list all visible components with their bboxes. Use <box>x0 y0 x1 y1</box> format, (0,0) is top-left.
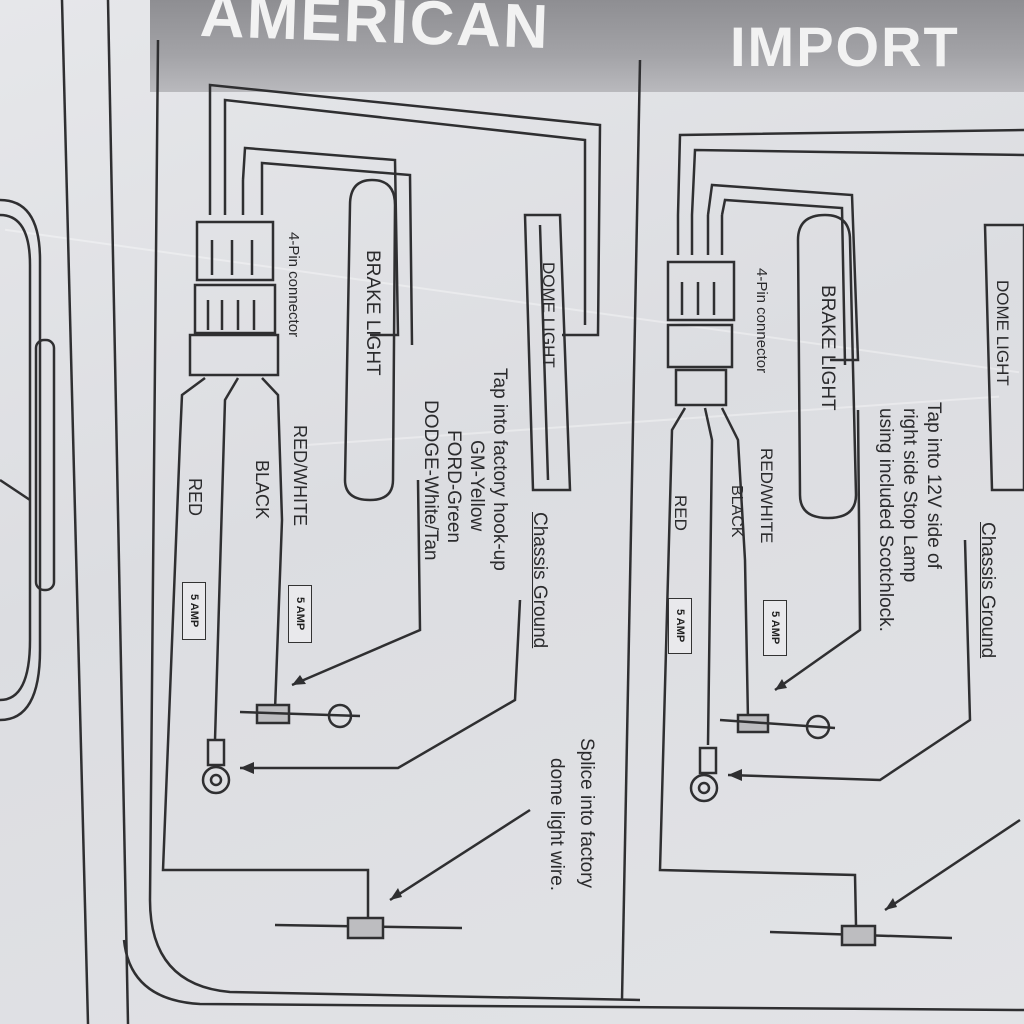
am-fuse-red-white: 5 AMP <box>288 585 312 643</box>
imp-bulb <box>805 714 831 740</box>
imp-red-white-wire <box>720 407 750 721</box>
prev-panel-shape <box>0 198 42 722</box>
am-tap-arrow <box>291 479 422 687</box>
am-black-label: BLACK <box>252 460 272 520</box>
am-harness-wire <box>241 146 400 337</box>
imp-connector-pins <box>676 215 724 255</box>
am-red-white-wire <box>261 377 284 711</box>
am-red-wire <box>161 376 370 920</box>
am-red-white-label: RED/WHITE <box>290 425 310 526</box>
imp-red-label: RED <box>671 495 690 531</box>
imp-fuse-red: 5 AMP <box>668 598 692 654</box>
am-ring-eye <box>201 765 231 795</box>
import-title: IMPORT <box>730 15 960 78</box>
imp-chassis-ground: Chassis Ground <box>977 522 998 659</box>
am-black-wire <box>213 377 240 741</box>
am-chassis-ground: Chassis Ground <box>529 512 550 649</box>
panel-border-line <box>106 0 130 1024</box>
am-dome-light-label: DOME LIGHT <box>539 262 558 368</box>
imp-tap-line-1: Tap into 12V side of <box>923 402 944 569</box>
am-connector-bottom <box>188 333 280 377</box>
imp-ground-arrow <box>727 539 972 782</box>
imp-tap-line-3: using included Scotchlock. <box>875 408 896 632</box>
imp-connector-label: 4-Pin connector <box>753 268 770 374</box>
imp-brake-light <box>796 213 858 520</box>
am-splice-connector <box>346 916 385 940</box>
imp-dome-light <box>983 223 1024 492</box>
panel-divider <box>620 59 642 1001</box>
am-splice-arrow <box>389 808 531 902</box>
imp-tap-arrow <box>774 409 862 692</box>
am-dome-light <box>523 213 572 492</box>
am-connector-mid <box>193 283 277 335</box>
am-connector-pins <box>208 180 264 215</box>
am-splice-line-1: Splice into factory <box>576 738 597 888</box>
am-red-label: RED <box>185 478 205 517</box>
imp-dome-light-label: DOME LIGHT <box>993 280 1012 386</box>
panel-border-line <box>60 0 90 1024</box>
imp-harness-wire <box>706 183 860 362</box>
am-connector-top <box>195 220 275 282</box>
prev-panel-lamp <box>34 338 56 592</box>
prev-panel-line <box>0 478 31 502</box>
am-tap-wire <box>239 710 361 718</box>
imp-ring-terminal <box>698 746 718 775</box>
imp-harness-wire <box>676 128 1024 216</box>
imp-black-wire <box>703 407 714 746</box>
am-harness-wire <box>208 83 602 337</box>
am-tap-line-2: GM-Yellow <box>466 440 487 532</box>
am-tap-line-3: FORD-Green <box>443 430 464 543</box>
imp-fuse-red-white: 5 AMP <box>763 600 787 656</box>
imp-connector-bottom <box>674 368 728 407</box>
am-brake-light-label: BRAKE LIGHT <box>362 250 383 376</box>
imp-connector-top <box>666 260 736 322</box>
am-splice-line-2: dome light wire. <box>546 758 567 892</box>
american-panel-border <box>148 39 641 1002</box>
prev-panel-shape <box>0 213 32 702</box>
imp-harness-wire <box>690 148 1024 216</box>
imp-splice-arrow <box>884 818 1021 912</box>
am-ground-arrow <box>240 599 522 770</box>
am-brake-light <box>343 178 397 502</box>
imp-ring-eye <box>689 773 719 803</box>
am-connector-label: 4-Pin connector <box>285 232 302 338</box>
imp-black-label: BLACK <box>728 485 745 538</box>
imp-splice-connector <box>840 924 877 947</box>
am-harness-wire <box>260 161 414 346</box>
am-harness-wire <box>223 98 587 325</box>
am-bulb <box>327 703 353 729</box>
imp-red-white-label: RED/WHITE <box>757 448 776 544</box>
imp-tap-wire <box>719 718 836 730</box>
imp-tap-line-2: right side Stop Lamp <box>899 408 920 583</box>
am-tap-line-1: Tap into factory hook-up <box>489 368 510 571</box>
panel-border-bottom <box>122 939 1024 1012</box>
imp-brake-light-label: BRAKE LIGHT <box>817 285 838 411</box>
imp-connector-mid <box>666 323 734 369</box>
am-ring-terminal <box>206 738 226 767</box>
imp-red-wire <box>658 407 858 926</box>
am-tap-line-4: DODGE-White/Tan <box>420 400 441 561</box>
am-fuse-red: 5 AMP <box>182 582 206 640</box>
imp-harness-wire <box>720 198 847 366</box>
header-band <box>150 0 1024 92</box>
